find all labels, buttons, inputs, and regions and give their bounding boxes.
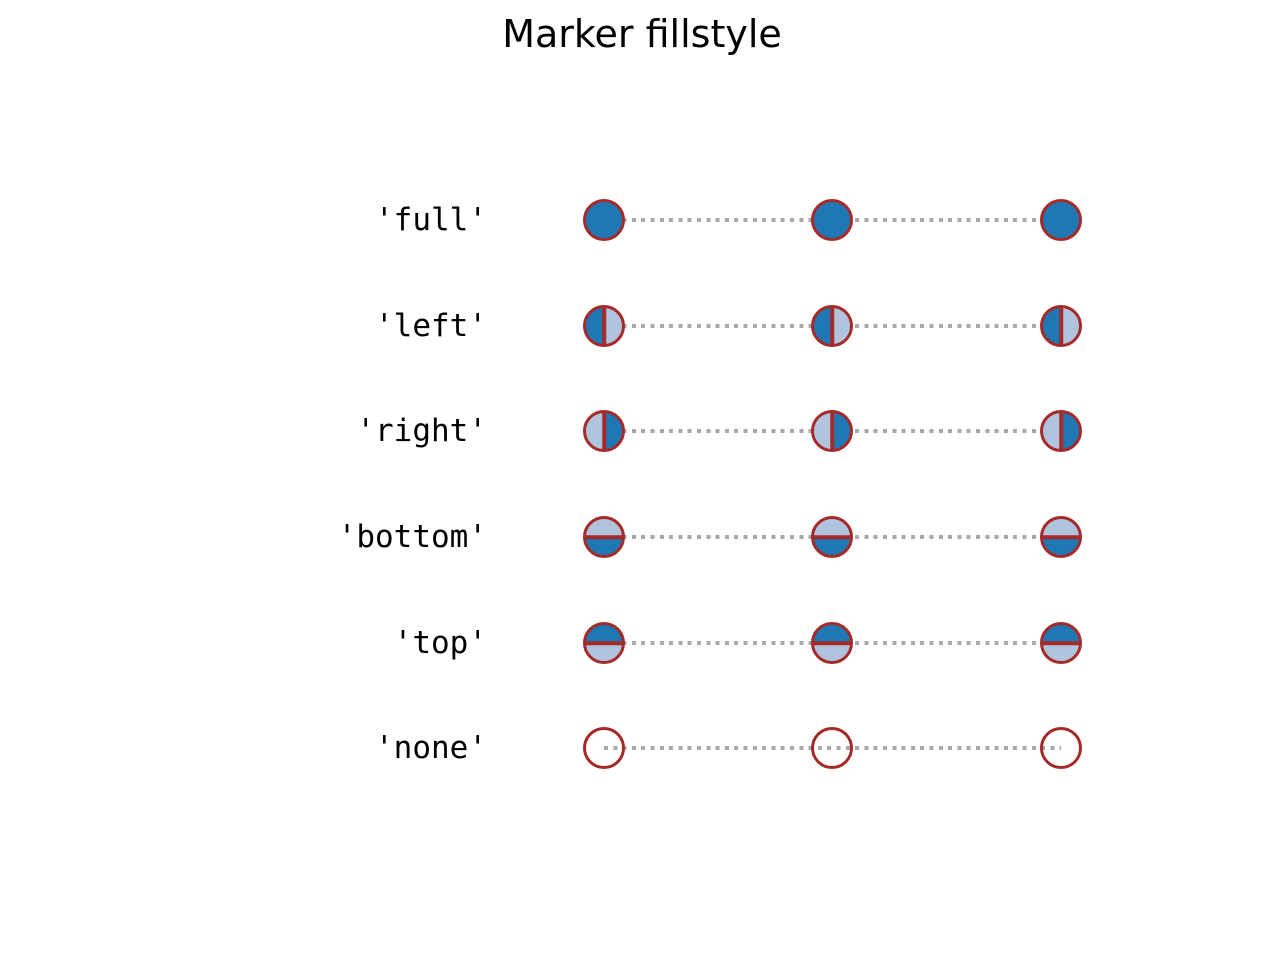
row-label-right: 'right' (356, 413, 487, 449)
row-label-top: 'top' (393, 625, 487, 661)
marker-right-0 (583, 410, 625, 452)
marker-full-1 (811, 199, 853, 241)
marker-full-0 (583, 199, 625, 241)
marker-top-2 (1040, 622, 1082, 664)
marker-full-2 (1040, 199, 1082, 241)
marker-bottom-0 (583, 516, 625, 558)
marker-left-2 (1040, 305, 1082, 347)
row-label-none: 'none' (375, 730, 487, 766)
marker-right-2 (1040, 410, 1082, 452)
marker-top-0 (583, 622, 625, 664)
marker-right-1 (811, 410, 853, 452)
row-label-left: 'left' (375, 308, 487, 344)
marker-bottom-2 (1040, 516, 1082, 558)
row-label-bottom: 'bottom' (337, 519, 487, 555)
marker-none-1 (811, 727, 853, 769)
marker-bottom-1 (811, 516, 853, 558)
marker-left-1 (811, 305, 853, 347)
marker-top-1 (811, 622, 853, 664)
marker-none-2 (1040, 727, 1082, 769)
row-label-full: 'full' (375, 202, 487, 238)
marker-none-0 (583, 727, 625, 769)
marker-left-0 (583, 305, 625, 347)
chart-title: Marker fillstyle (502, 12, 782, 56)
